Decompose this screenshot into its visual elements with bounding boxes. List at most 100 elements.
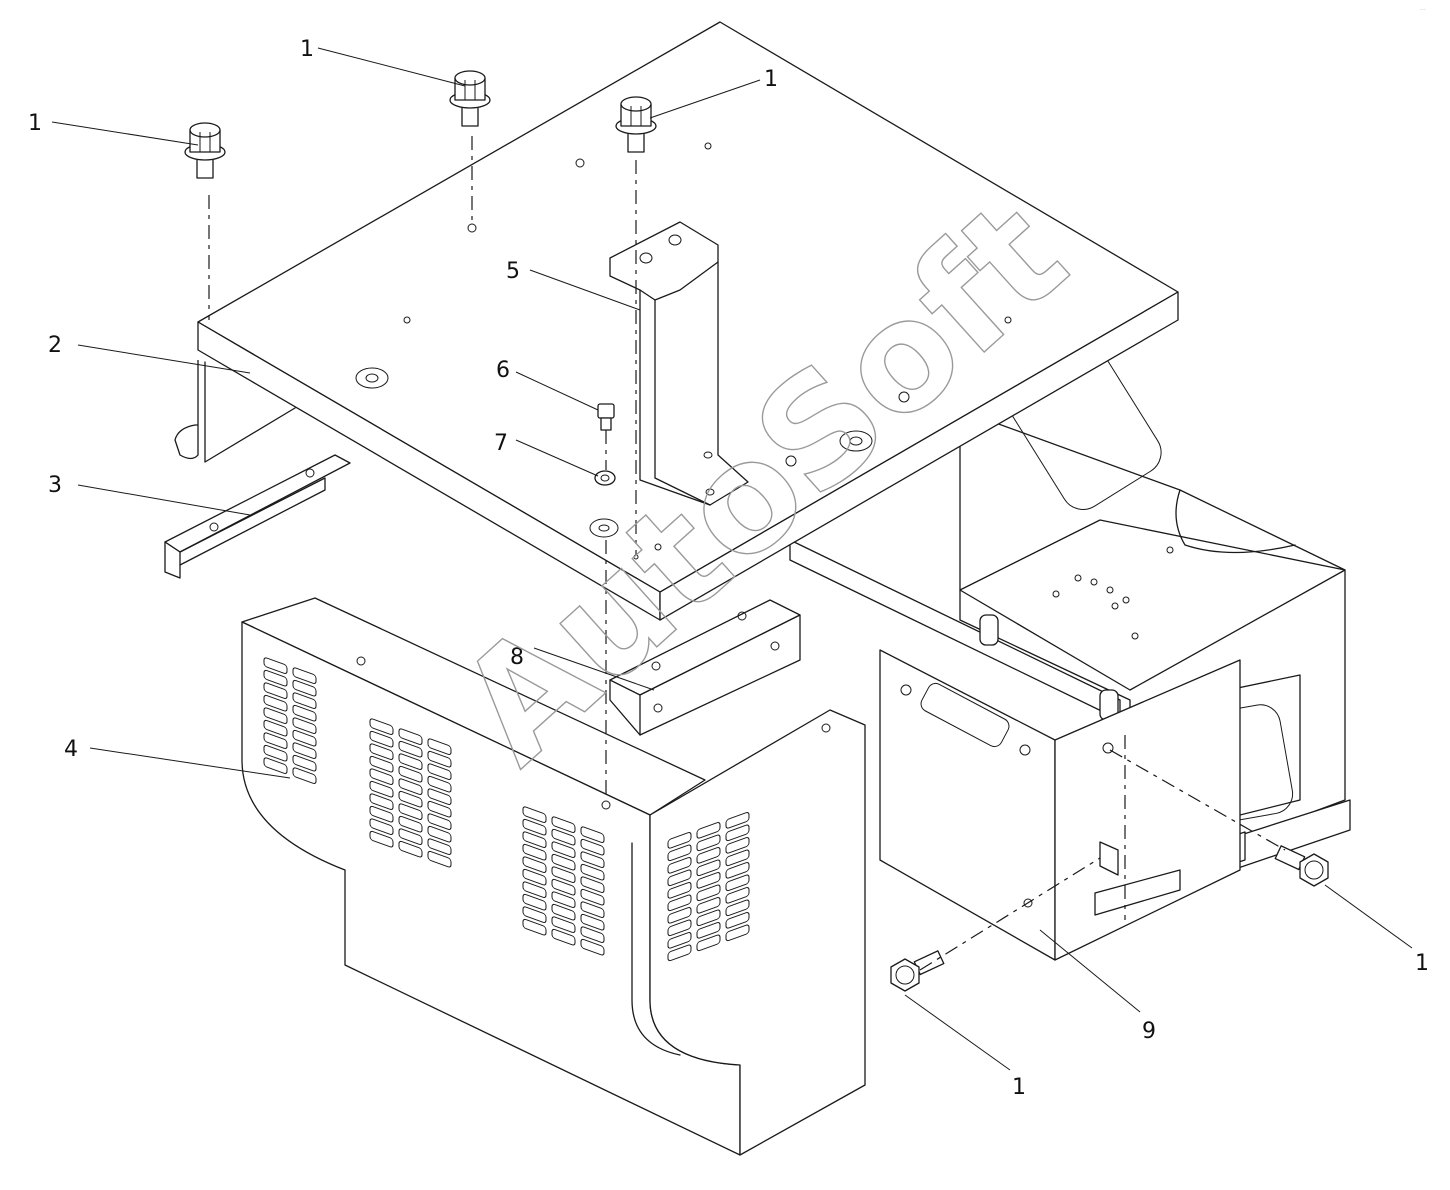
vent-slot [427,850,452,868]
callout-1: 1 [1012,1075,1026,1100]
vent-slot [725,849,750,867]
vent-slot [263,682,288,700]
vent-slot [696,884,721,902]
vent-slot [580,838,605,856]
vent-slot [667,906,692,924]
bolt-item-1 [449,70,491,127]
vent-slot [522,818,547,836]
vent-slot [725,911,750,929]
vent-slot [725,811,750,829]
callout-labels: 1 1 1 1 1 2 3 4 5 6 7 8 9 [28,37,1429,1100]
vent-slot [725,886,750,904]
vent-slot [725,824,750,842]
vent-slot [522,918,547,936]
vent-slot [580,826,605,844]
vent-slot [263,719,288,737]
vent-slot [551,853,576,871]
vent-slot [398,778,423,796]
vent-slot [725,861,750,879]
vent-slot [667,881,692,899]
vent-slot [263,657,288,675]
vent-slot [696,934,721,952]
vent-slot [369,830,394,848]
vent-slot [551,891,576,909]
housing-holes [1052,546,1174,640]
vent-slot [580,913,605,931]
strip-item-3 [164,454,351,579]
callout-1: 1 [1415,951,1429,976]
vent-slot [398,765,423,783]
vent-slot [696,896,721,914]
washer-item-7 [594,470,616,486]
bolt-item-1 [890,950,945,992]
vent-slot [427,813,452,831]
bolt-item-1 [1274,845,1329,887]
callout-7: 7 [494,431,508,456]
vent-slot [551,866,576,884]
vent-slot [292,754,317,772]
vent-slot [667,869,692,887]
vent-slot [551,841,576,859]
vent-slot [522,806,547,824]
vent-slot [696,834,721,852]
callout-2: 2 [48,333,62,358]
vent-slot [369,718,394,736]
bracket-item-5 [609,221,749,506]
vent-slot [263,669,288,687]
vent-slot [667,931,692,949]
vent-slot [292,704,317,722]
vent-slot [427,838,452,856]
grille-cover-item-4 [241,597,866,1156]
vent-slot [427,763,452,781]
vent-slot [369,805,394,823]
vent-slot [427,825,452,843]
vent-slot [263,757,288,775]
vent-slot [667,844,692,862]
vent-slot [522,868,547,886]
callout-5: 5 [506,259,520,284]
front-plate-item-9 [879,649,1056,961]
vent-slot [551,816,576,834]
vent-slot [551,903,576,921]
callout-8: 8 [510,645,524,670]
vent-slot [369,793,394,811]
vent-slot [292,742,317,760]
screw-item-6 [597,403,615,431]
bolt-item-1 [615,96,657,153]
vent-slot [292,767,317,785]
vent-slot [369,768,394,786]
vent-slot [725,899,750,917]
vent-slot [725,924,750,942]
vent-slot [427,738,452,756]
vent-slot [667,894,692,912]
top-plate-holes [355,142,1012,560]
vent-slot [369,780,394,798]
vent-slot [369,743,394,761]
corner-mark: ... [1420,5,1426,12]
vent-slot [292,729,317,747]
vent-slot [398,753,423,771]
vent-slot [580,926,605,944]
vent-slot [696,871,721,889]
vent-slot [292,717,317,735]
vent-slot [725,874,750,892]
vent-slot [292,667,317,685]
callout-1: 1 [28,111,42,136]
vent-slot [427,788,452,806]
vent-slot [263,694,288,712]
bolt-item-1 [184,122,226,179]
vent-slot [696,909,721,927]
callout-1: 1 [300,37,314,62]
vent-slot [369,755,394,773]
vent-slot [667,944,692,962]
vent-slot [398,840,423,858]
vent-slot [263,744,288,762]
vent-slot [398,740,423,758]
vent-slot [551,878,576,896]
vent-slot [551,916,576,934]
vent-slot [667,919,692,937]
vent-slot [696,821,721,839]
leader-lines [51,47,1413,1071]
vent-slot [580,901,605,919]
